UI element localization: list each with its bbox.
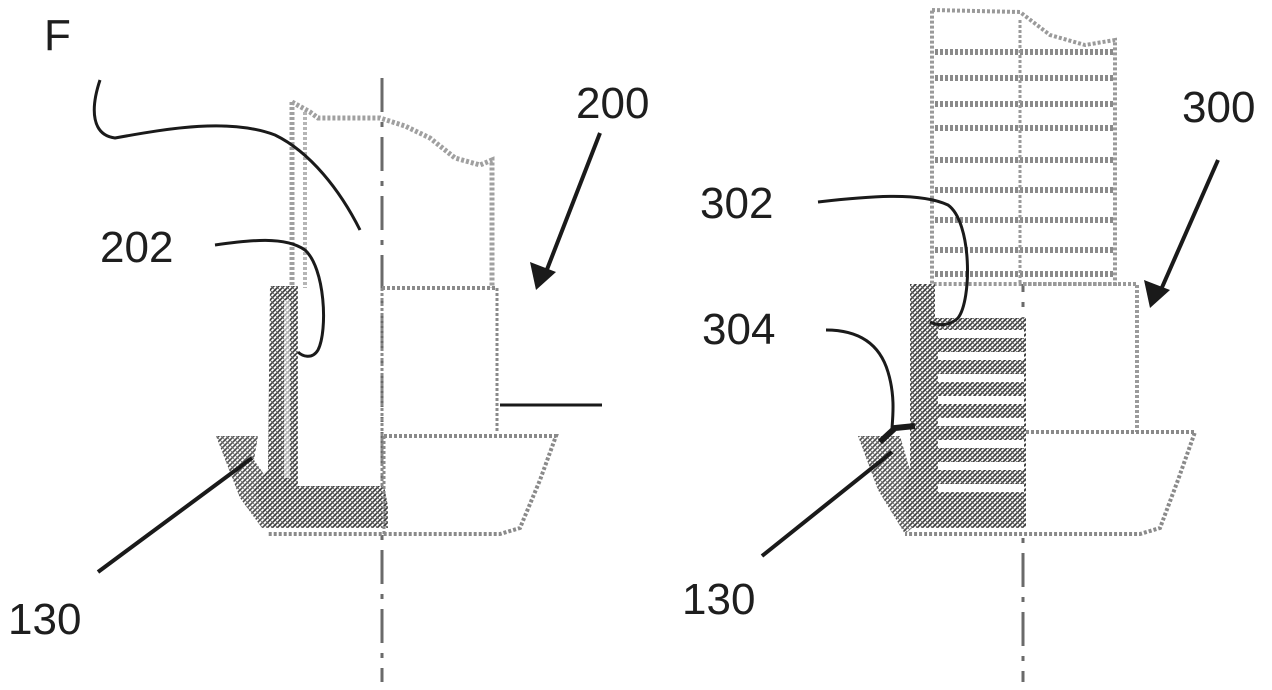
right-lower-body <box>1023 284 1137 432</box>
label-130-left: 130 <box>8 595 81 644</box>
right-assembly <box>762 10 1218 682</box>
arrow-200-head <box>530 262 556 290</box>
arrow-300-shaft <box>1160 160 1218 292</box>
label-304: 304 <box>702 305 775 354</box>
left-sleeve-inner-void <box>284 300 290 478</box>
arrow-200-shaft <box>546 133 600 272</box>
left-component-upper-outline <box>292 102 492 290</box>
leader-130-right <box>762 452 892 556</box>
leader-130-left <box>98 458 252 572</box>
label-202: 202 <box>100 223 173 272</box>
leader-202 <box>215 240 324 356</box>
label-302: 302 <box>700 179 773 228</box>
leader-f <box>94 80 360 230</box>
label-130-right: 130 <box>682 575 755 624</box>
label-300: 300 <box>1182 83 1255 132</box>
label-f: F <box>44 11 71 60</box>
arrow-300-head <box>1144 280 1170 308</box>
leader-304 <box>826 330 893 428</box>
left-assembly <box>94 78 602 682</box>
label-200: 200 <box>576 79 649 128</box>
right-flange-130 <box>858 436 912 534</box>
